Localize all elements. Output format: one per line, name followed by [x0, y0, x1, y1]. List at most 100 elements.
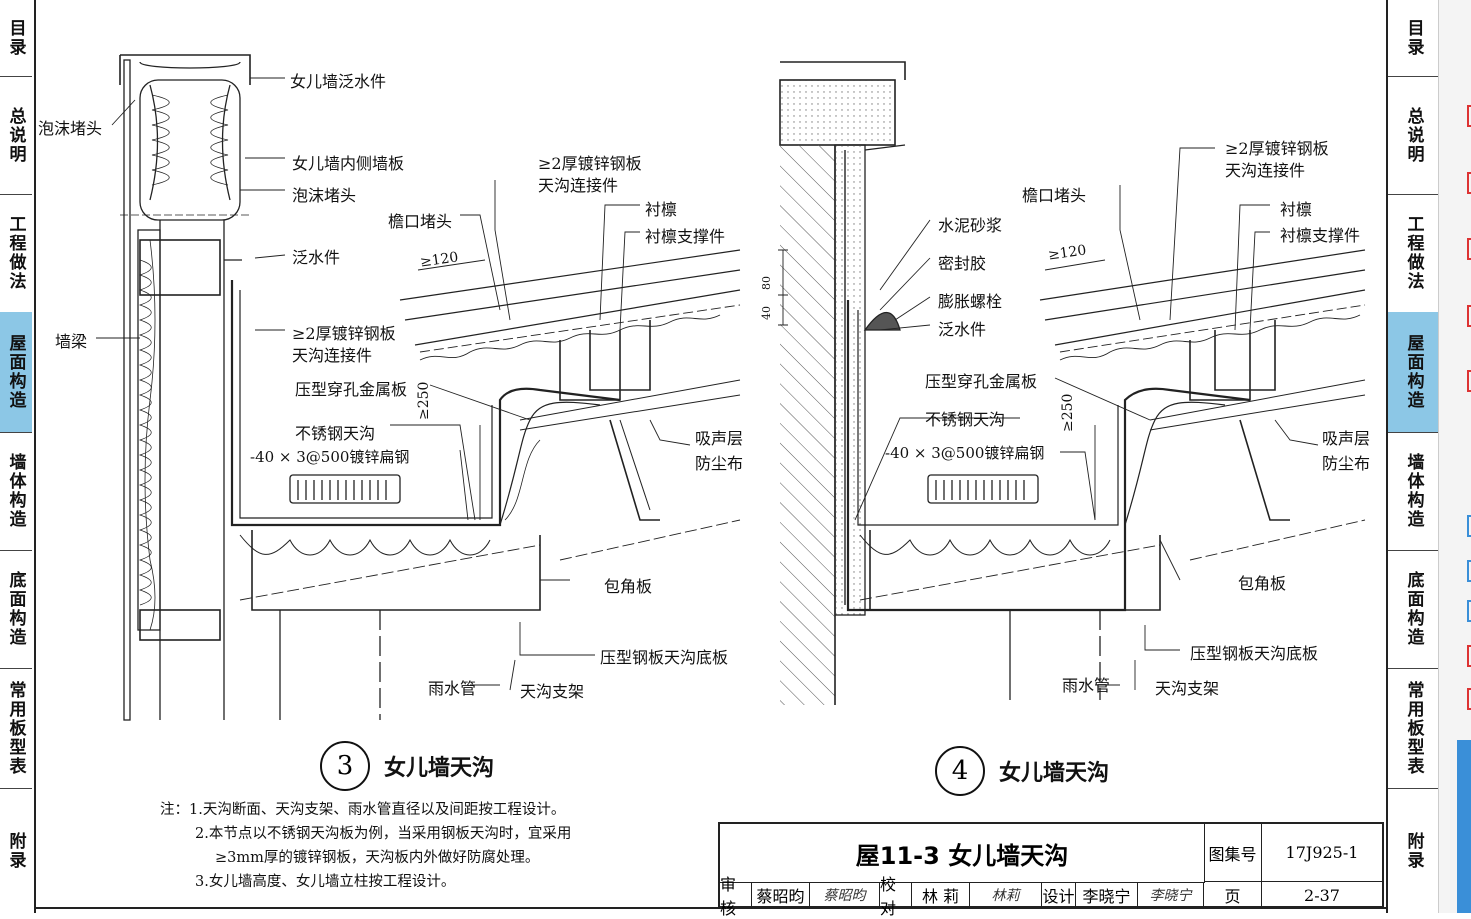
label-stainless-gutter: 不锈钢天沟 [295, 424, 376, 443]
detail-3-title: 女儿墙天沟 [384, 756, 495, 781]
label-gutter-connector2-a: ≥2厚镀锌钢板 [538, 154, 642, 173]
bookmark-marker-icon[interactable] [1467, 105, 1471, 127]
tab-label: 底面构造 [1403, 571, 1424, 647]
tab-construction-methods[interactable]: 工程做法 [1388, 194, 1440, 313]
reviewer-name: 蔡昭昀 [752, 882, 810, 908]
detail-4-caption: 4 女儿墙天沟 [935, 746, 1109, 796]
tab-general-notes[interactable]: 总说明 [1388, 76, 1440, 195]
bookmark-marker-icon[interactable] [1467, 238, 1471, 260]
label-d4-eave-plug: 檐口堵头 [1022, 186, 1087, 205]
label-gutter-connector-a: ≥2厚镀锌钢板 [292, 324, 396, 343]
bookmark-marker-icon[interactable] [1467, 560, 1471, 582]
review-label: 审核 [720, 875, 752, 918]
construction-detail-drawing [96, 54, 1366, 721]
label-dim-250: ≥250 [416, 381, 432, 420]
label-d4-sealant: 密封胶 [938, 254, 987, 273]
left-tab-methods[interactable]: 工程做法 [0, 194, 32, 313]
left-index-strip: 目录 总说明 工程做法 屋面构造 墙体构造 底面构造 常用板型表 附录 [0, 0, 36, 913]
tab-wall-construction[interactable]: 墙体构造 [1388, 432, 1440, 551]
label-eave-plug: 檐口堵头 [388, 212, 453, 231]
atlas-label: 图集号 [1204, 824, 1262, 882]
bookmark-marker-icon[interactable] [1467, 600, 1471, 622]
left-tab-contents[interactable]: 目录 [0, 0, 32, 77]
notes-line-4: 3.女儿墙高度、女儿墙立柱按工程设计。 [195, 874, 456, 890]
bookmark-marker-icon[interactable] [1467, 688, 1471, 710]
tab-label: 附录 [1403, 831, 1424, 870]
bookmark-marker-icon[interactable] [1467, 305, 1471, 327]
label-d4-gutter-bracket: 天沟支架 [1155, 679, 1220, 698]
tab-roof-construction[interactable]: 屋面构造 [1388, 312, 1440, 433]
label-d4-flashing: 泛水件 [938, 320, 987, 339]
left-tab-wall[interactable]: 墙体构造 [0, 432, 32, 551]
right-index-strip: 目录 总说明 工程做法 屋面构造 墙体构造 底面构造 常用板型表 附录 [1386, 0, 1440, 913]
designer-name: 李晓宁 [1076, 882, 1138, 908]
notes-line-3: ≥3mm厚的镀锌钢板，天沟板内外做好防腐处理。 [215, 850, 540, 866]
label-d4-gutter-connector-a: ≥2厚镀锌钢板 [1225, 139, 1329, 158]
left-tab-label: 目录 [5, 19, 26, 57]
notes-block: 注：1.天沟断面、天沟支架、雨水管直径以及间距按工程设计。 2.本节点以不锈钢天… [160, 798, 571, 894]
left-tab-label: 屋面构造 [5, 334, 26, 410]
notes-prefix: 注： [160, 802, 189, 818]
detail-3-caption: 3 女儿墙天沟 [320, 741, 494, 791]
left-tab-panel-types[interactable]: 常用板型表 [0, 668, 32, 789]
left-tab-appendix[interactable]: 附录 [0, 788, 32, 913]
tab-label: 墙体构造 [1403, 453, 1424, 529]
label-gutter-bracket: 天沟支架 [520, 682, 585, 701]
label-d4-cement-mortar: 水泥砂浆 [938, 216, 1003, 235]
bookmark-marker-icon[interactable] [1467, 370, 1471, 392]
left-tab-roof[interactable]: 屋面构造 [0, 312, 32, 433]
label-d4-gutter-connector-b: 天沟连接件 [1225, 161, 1306, 180]
notes-text: 1.天沟断面、天沟支架、雨水管直径以及间距按工程设计。 [189, 802, 566, 818]
label-parapet-inner-panel: 女儿墙内侧墙板 [292, 154, 405, 173]
label-foam-plug-left: 泡沫堵头 [38, 119, 103, 138]
label-d4-stainless-gutter: 不锈钢天沟 [925, 410, 1006, 429]
left-tab-label: 底面构造 [5, 571, 26, 647]
left-tab-general[interactable]: 总说明 [0, 76, 32, 195]
label-d4-dim-80: 80 [760, 276, 773, 290]
tab-panel-types[interactable]: 常用板型表 [1388, 668, 1440, 789]
page-number: 2-37 [1304, 885, 1340, 905]
label-d4-expansion-bolt: 膨胀螺栓 [938, 292, 1003, 311]
tab-label: 屋面构造 [1403, 334, 1424, 410]
page-label: 页 [1204, 882, 1262, 908]
label-perforated-sheet: 压型穿孔金属板 [295, 380, 408, 399]
bookmark-marker-icon[interactable] [1467, 645, 1471, 667]
notes-line-1: 注：1.天沟断面、天沟支架、雨水管直径以及间距按工程设计。 [160, 798, 571, 822]
tab-label: 目录 [1403, 19, 1424, 57]
tab-label: 常用板型表 [1403, 680, 1424, 776]
label-absorb-layer: 吸声层 [695, 429, 744, 448]
tab-label: 工程做法 [1403, 215, 1424, 291]
checker-name: 林 莉 [912, 882, 970, 908]
label-dust-cloth: 防尘布 [695, 454, 744, 473]
label-wall-beam: 墙梁 [55, 332, 88, 351]
label-d4-absorb-layer: 吸声层 [1322, 429, 1371, 448]
label-d4-corner-plate: 包角板 [1238, 574, 1287, 593]
bookmark-marker-icon[interactable] [1467, 172, 1471, 194]
left-tab-label: 墙体构造 [5, 453, 26, 529]
label-d4-dust-cloth: 防尘布 [1322, 454, 1371, 473]
left-tab-soffit[interactable]: 底面构造 [0, 550, 32, 669]
label-gutter-bottom: 压型钢板天沟底板 [600, 648, 729, 667]
label-flat-steel: -40 × 3@500镀锌扁钢 [250, 448, 410, 466]
label-d4-flat-steel: -40 × 3@500镀锌扁钢 [885, 444, 1045, 462]
tab-contents[interactable]: 目录 [1388, 0, 1440, 77]
label-d4-dim-40: 40 [760, 306, 773, 320]
design-label: 设计 [1042, 882, 1076, 908]
label-d4-gutter-bottom: 压型钢板天沟底板 [1190, 644, 1319, 663]
label-gutter-connector2-b: 天沟连接件 [538, 176, 619, 195]
left-tab-label: 总说明 [5, 106, 26, 164]
tab-appendix[interactable]: 附录 [1388, 788, 1440, 913]
label-corner-plate: 包角板 [604, 577, 653, 596]
tab-soffit-construction[interactable]: 底面构造 [1388, 550, 1440, 669]
detail-4-number: 4 [935, 746, 985, 796]
bookmark-marker-icon[interactable] [1467, 515, 1471, 537]
viewer-scrollbar[interactable] [1457, 740, 1471, 913]
tab-label: 总说明 [1403, 106, 1424, 164]
designer-signature: 李晓宁 [1138, 882, 1204, 908]
sheet-border-bottom [34, 907, 1386, 909]
checker-signature: 林莉 [970, 882, 1042, 908]
viewer-sidebar [1438, 0, 1471, 913]
check-label: 校对 [880, 875, 912, 918]
label-parapet-flashing: 女儿墙泛水件 [290, 72, 387, 91]
detail-3-number: 3 [320, 741, 370, 791]
